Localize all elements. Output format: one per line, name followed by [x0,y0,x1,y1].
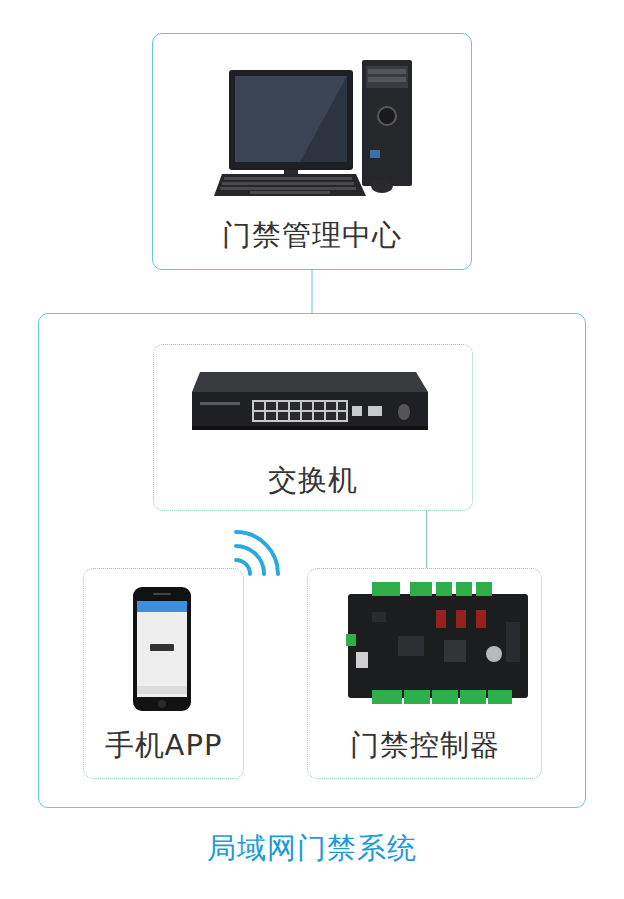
illustration-part [398,404,410,420]
connector-line [311,270,312,313]
illustration-part [137,601,187,697]
illustration-part [456,582,472,596]
illustration-part [456,610,466,628]
illustration-part [362,60,412,186]
illustration-part [352,406,362,416]
phone-illustration [133,587,191,711]
illustration-part [254,402,346,420]
illustration-part [224,177,352,180]
illustration-part [254,402,264,410]
illustration-part [229,70,353,170]
illustration-part [200,402,240,405]
illustration-part [432,690,458,704]
illustration-part [460,690,486,704]
illustration-part [290,412,300,420]
illustration-part [278,412,288,420]
illustration-part [302,402,312,410]
illustration-part [338,412,346,420]
illustration-part [254,412,264,420]
switch-illustration [192,372,428,430]
box-label: 交换机 [268,463,358,498]
illustration-part [486,646,502,662]
illustration-part [436,610,446,628]
box-label: 手机APP [105,728,223,763]
illustration-part [370,150,380,158]
illustration-part [378,107,396,125]
illustration-part [214,174,366,196]
illustration-part [236,532,278,574]
illustration-part [356,652,368,668]
illustration-part [150,644,174,651]
illustration-part [326,412,336,420]
controller-board-illustration [346,582,528,704]
illustration-part [314,402,324,410]
illustration-part [444,640,466,662]
illustration-part [371,179,393,193]
connector-line [426,511,427,568]
illustration-part [235,76,347,162]
illustration-part [314,412,324,420]
illustration-part [252,400,348,422]
illustration-part [368,406,382,416]
illustration-part [326,402,336,410]
illustration-part [372,612,386,622]
illustration-part [476,582,492,596]
illustration-part [220,177,356,194]
illustration-part [266,412,276,420]
illustration-part [476,610,486,628]
illustration-part [436,582,452,596]
illustration-part [368,69,406,74]
illustration-part [222,182,354,185]
illustration-part [220,187,356,190]
illustration-part [338,402,346,410]
illustration-part [372,582,400,596]
illustration-part [252,400,348,422]
illustration-part [278,402,288,410]
illustration-part [192,392,428,428]
illustration-part [366,66,408,88]
illustration-part [266,402,276,410]
illustration-part [192,372,428,392]
wifi-symbol [236,532,278,574]
illustration-part [302,412,312,420]
box-label: 门禁管理中心 [222,218,402,253]
controller-box: 门禁控制器 [307,568,542,779]
illustration-part [236,560,250,574]
illustration-part [368,77,406,82]
illustration-part [137,686,187,694]
illustration-part [346,634,356,646]
illustration-part [133,587,191,711]
illustration-part [250,191,330,194]
illustration-part [158,700,166,708]
illustration-part [153,593,171,595]
illustration-part [436,610,486,628]
illustration-part [398,636,424,656]
illustration-part [346,582,512,704]
switch-box: 交换机 [153,344,473,511]
illustration-part [348,594,528,698]
illustration-part [192,426,428,430]
box-label: 门禁控制器 [350,728,500,763]
illustration-part [410,582,432,596]
computer-illustration [214,60,412,196]
illustration-part [372,690,402,704]
region-caption: 局域网门禁系统 [39,831,585,866]
illustration-part [404,690,430,704]
illustration-part [290,402,300,410]
illustration-part [236,546,264,574]
phone-app-box: 手机APP [83,568,244,779]
illustration-part [488,690,512,704]
lan-system-region: 局域网门禁系统交换机手机APP门禁控制器 [38,313,586,808]
illustration-part [137,601,187,612]
illustration-part [506,622,520,662]
management-center-box: 门禁管理中心 [152,33,472,270]
illustration-part [235,76,347,162]
